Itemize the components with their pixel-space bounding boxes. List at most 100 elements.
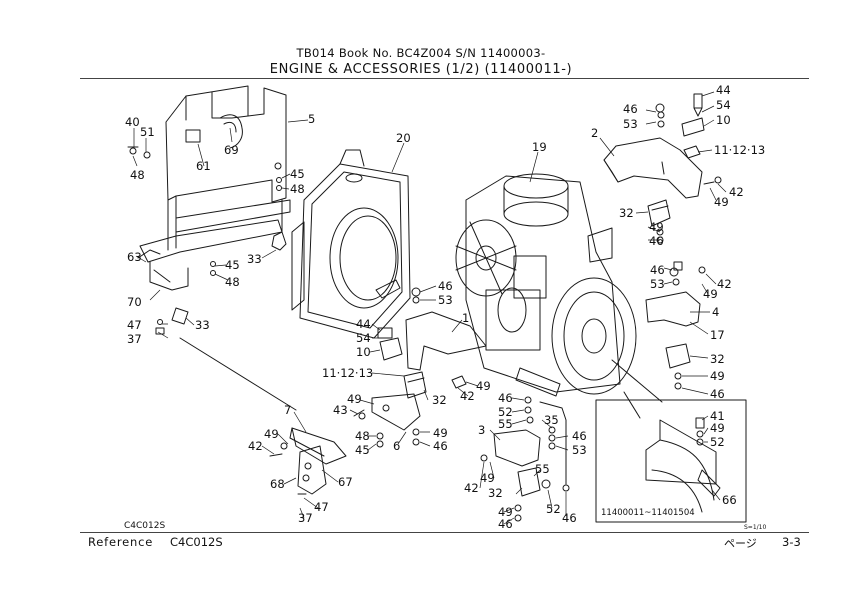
callout-label: 40 — [125, 115, 140, 129]
callout-label: 32 — [432, 393, 447, 407]
callout-label: 46 — [433, 439, 448, 453]
callout-label: 20 — [396, 131, 411, 145]
callout-label: 42 — [717, 277, 732, 291]
engine-drawing — [455, 173, 637, 397]
reference-label: Reference — [88, 535, 154, 549]
callout-label: 33 — [247, 252, 262, 266]
callout-label: 45 — [225, 258, 240, 272]
callout-label: 17 — [710, 328, 725, 342]
callout-label: 42 — [248, 439, 263, 453]
callout-label: 46 — [562, 511, 577, 525]
callout-label: 66 — [722, 493, 737, 507]
page-number: 3-3 — [782, 535, 801, 549]
callout-label: 46 — [649, 234, 664, 248]
reference-code: C4C012S — [170, 535, 223, 549]
scale-note: S=1/10 — [744, 524, 767, 531]
callout-label: 46 — [498, 517, 513, 531]
callout-label: 33 — [195, 318, 210, 332]
callout-label: 42 — [729, 185, 744, 199]
callout-label: 42 — [460, 389, 475, 403]
callout-label: 49 — [433, 426, 448, 440]
page-title: ENGINE & ACCESSORIES (1/2) (11400011-) — [269, 62, 573, 77]
book-header: TB014 Book No. BC4Z004 S/N 11400003- — [296, 46, 546, 60]
callout-label: 4 — [712, 305, 719, 319]
callout-label: 49 — [649, 220, 664, 234]
callout-label: 49 — [498, 505, 513, 519]
footer-code-small: C4C012S — [124, 521, 166, 531]
callout-label: 19 — [532, 140, 547, 154]
callout-label: 48 — [130, 168, 145, 182]
callout-label: 48 — [355, 429, 370, 443]
callout-label: 37 — [127, 332, 142, 346]
callout-label: 11·12·13 — [714, 143, 765, 157]
callout-label: 35 — [544, 413, 559, 427]
callout-label: 1 — [462, 311, 469, 325]
callout-label: 5 — [308, 112, 315, 126]
callout-label: 32 — [710, 352, 725, 366]
header-rule — [80, 78, 809, 79]
callout-label: 49 — [703, 287, 718, 301]
callout-label: 3 — [478, 423, 485, 437]
callout-label: 49 — [347, 392, 362, 406]
callout-label: 53 — [438, 293, 453, 307]
callout-label: 52 — [546, 502, 561, 516]
callout-label: 48 — [225, 275, 240, 289]
callout-label: 55 — [498, 417, 513, 431]
callout-label: 53 — [572, 443, 587, 457]
callout-label: 32 — [488, 486, 503, 500]
callout-label: 49 — [264, 427, 279, 441]
callout-label: 10 — [716, 113, 731, 127]
callout-label: 46 — [572, 429, 587, 443]
callout-label: 67 — [338, 475, 353, 489]
callout-label: 6 — [393, 439, 400, 453]
callout-label: 47 — [127, 318, 142, 332]
callout-label: 51 — [140, 125, 155, 139]
callout-label: 55 — [535, 462, 550, 476]
callout-label: 49 — [714, 195, 729, 209]
callout-label: 70 — [127, 295, 142, 309]
radiator-drawing — [291, 149, 411, 339]
lower-center-bracket-drawing — [480, 396, 570, 522]
callout-label: 43 — [333, 403, 348, 417]
callout-label: 7 — [284, 403, 291, 417]
callout-label: 46 — [623, 102, 638, 116]
right-brackets-drawing — [603, 93, 722, 390]
callout-label: 41 — [710, 409, 725, 423]
callout-label: 52 — [710, 435, 725, 449]
callout-label: 10 — [356, 345, 371, 359]
callout-label: 47 — [314, 500, 329, 514]
callout-label: 32 — [619, 206, 634, 220]
callout-label: 54 — [716, 98, 731, 112]
callout-label: 49 — [480, 471, 495, 485]
shroud-bracket-drawing — [127, 85, 297, 411]
callout-label: 46 — [498, 391, 513, 405]
callout-label: 37 — [298, 511, 313, 525]
front-bracket-drawing — [353, 287, 487, 448]
callout-label: 53 — [650, 277, 665, 291]
page-label: ページ — [724, 537, 757, 550]
callout-label: 61 — [196, 159, 211, 173]
leader-lines — [132, 91, 727, 525]
callout-label: 11·12·13 — [322, 366, 373, 380]
callout-label: 45 — [355, 443, 370, 457]
callout-labels: 40 51 48 61 69 5 45 48 33 45 48 63 70 47… — [125, 83, 765, 531]
callout-label: 53 — [623, 117, 638, 131]
callout-label: 46 — [438, 279, 453, 293]
lower-left-plate-drawing — [269, 427, 347, 495]
callout-label: 48 — [290, 182, 305, 196]
callout-label: 54 — [356, 331, 371, 345]
footer-rule — [80, 532, 809, 533]
callout-label: 69 — [224, 143, 239, 157]
callout-label: 44 — [356, 317, 371, 331]
callout-label: 68 — [270, 477, 285, 491]
callout-label: 46 — [650, 263, 665, 277]
callout-label: 49 — [476, 379, 491, 393]
callout-label: 63 — [127, 250, 142, 264]
callout-label: 2 — [591, 126, 598, 140]
inset-caption: 11400011~11401504 — [601, 508, 695, 518]
inset-detail: 11400011~11401504 — [595, 359, 747, 523]
callout-label: 42 — [464, 481, 479, 495]
callout-label: 46 — [710, 387, 725, 401]
